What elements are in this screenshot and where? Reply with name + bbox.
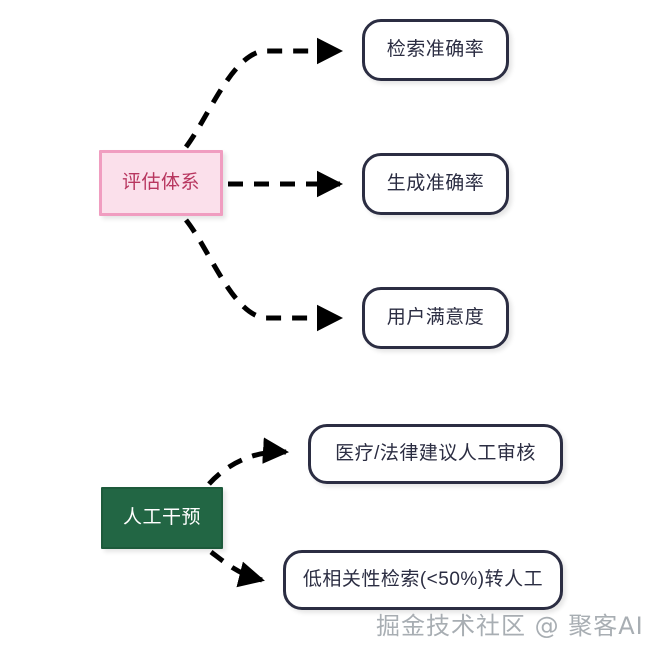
edge-eval-to-retrieval xyxy=(184,37,344,149)
node-medical-legal-human-review[interactable]: 医疗/法律建议人工审核 xyxy=(308,424,563,484)
node-label: 检索准确率 xyxy=(386,38,485,60)
node-label: 人工干预 xyxy=(122,506,201,528)
node-generation-accuracy[interactable]: 生成准确率 xyxy=(362,153,509,215)
node-label: 评估体系 xyxy=(121,171,200,193)
node-low-relevance-to-human[interactable]: 低相关性检索(<50%)转人工 xyxy=(283,550,563,610)
node-label: 低相关性检索(<50%)转人工 xyxy=(302,568,544,590)
edge-human-to-review xyxy=(207,437,289,486)
node-evaluation-system[interactable]: 评估体系 xyxy=(99,150,223,216)
node-human-intervention[interactable]: 人工干预 xyxy=(101,487,223,549)
node-user-satisfaction[interactable]: 用户满意度 xyxy=(362,287,509,349)
node-retrieval-accuracy[interactable]: 检索准确率 xyxy=(362,19,509,81)
node-label: 医疗/法律建议人工审核 xyxy=(335,442,536,464)
watermark: 掘金技术社区 @ 聚客AI xyxy=(376,612,644,640)
edge-eval-to-satisfy xyxy=(184,218,344,332)
node-label: 用户满意度 xyxy=(386,306,485,328)
node-label: 生成准确率 xyxy=(386,172,485,194)
edge-human-to-lowrel xyxy=(209,550,265,588)
